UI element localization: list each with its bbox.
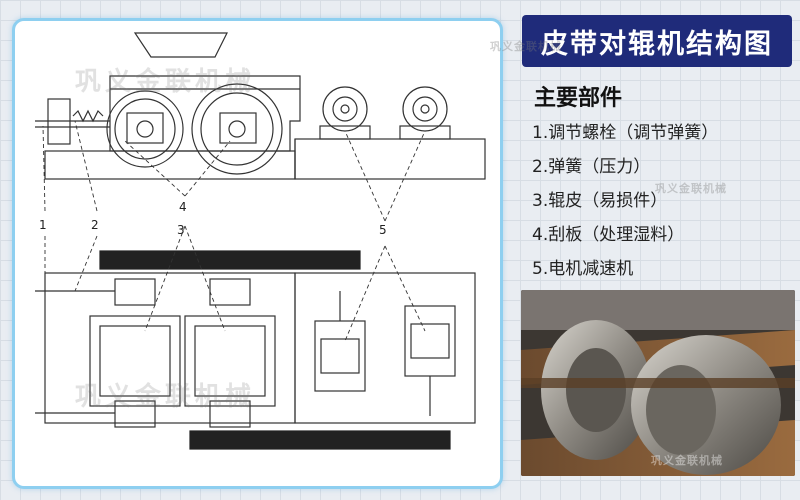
side-view — [35, 32, 486, 180]
bottom-belt — [189, 430, 451, 450]
plan-roller-left — [89, 315, 181, 407]
motor-1-plan — [314, 291, 366, 392]
part-item-3: 3.辊皮（易损件） — [532, 191, 668, 211]
callout-1: 1 — [39, 218, 47, 232]
structure-drawing: 1 2 3 4 5 — [35, 32, 486, 450]
spring — [72, 109, 104, 123]
part-item-2: 2.弹簧（压力） — [532, 157, 651, 177]
motor-2-plan — [404, 305, 456, 416]
callout-4: 4 — [179, 200, 187, 214]
plan-view — [35, 250, 476, 450]
callout-leaders — [42, 120, 426, 342]
part-item-5: 5.电机减速机 — [532, 259, 634, 279]
structure-drawing-panel: 1 2 3 4 5 巩义金联机械 巩义金联机械 — [12, 18, 503, 489]
roller-photo: 巩义金联机械 — [521, 290, 795, 476]
left-roller — [106, 90, 184, 168]
top-belt — [99, 250, 361, 270]
callout-5: 5 — [379, 223, 387, 237]
plan-roller-right — [184, 315, 276, 407]
right-roller — [191, 83, 283, 175]
roller-photo-image — [521, 290, 795, 476]
feed-hopper — [133, 32, 228, 58]
base-frame — [44, 150, 296, 180]
part-item-1: 1.调节螺栓（调节弹簧） — [532, 123, 719, 143]
parts-heading: 主要部件 — [534, 86, 623, 111]
watermark-small-2: 巩义金联机械 — [655, 182, 727, 195]
photo-watermark: 巩义金联机械 — [651, 454, 723, 467]
bearing-seat — [114, 278, 156, 306]
page-title: 皮带对辊机结构图 — [541, 28, 773, 60]
callout-3: 3 — [177, 223, 185, 237]
motor-reducer-1 — [319, 86, 371, 140]
part-item-4: 4.刮板（处理湿料） — [532, 225, 685, 245]
parts-list: 1.调节螺栓（调节弹簧） 2.弹簧（压力） 3.辊皮（易损件） 4.刮板（处理湿… — [532, 116, 797, 286]
watermark-bottom: 巩义金联机械 — [75, 382, 256, 412]
title-bar: 皮带对辊机结构图 — [522, 15, 792, 67]
callout-2: 2 — [91, 218, 99, 232]
watermark-small-1: 巩义金联机械 — [490, 40, 562, 53]
motor-platform — [294, 272, 476, 424]
watermark-top: 巩义金联机械 — [75, 67, 256, 97]
